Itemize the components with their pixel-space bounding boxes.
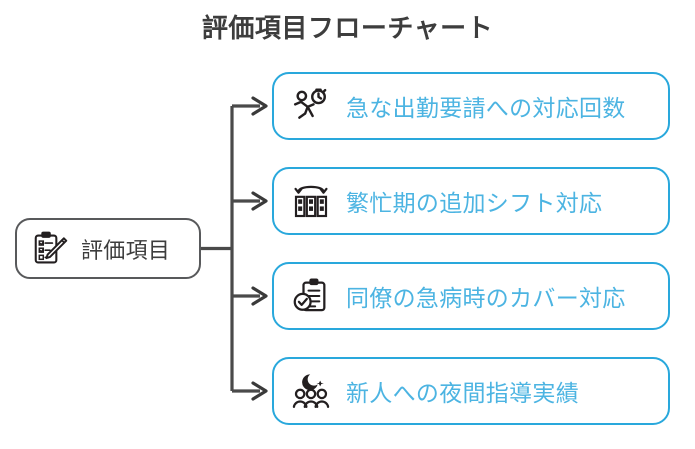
node-leaf-0[interactable]: 急な出勤要請への対応回数 — [272, 72, 670, 140]
node-leaf-3[interactable]: 新人への夜間指導実績 — [272, 357, 670, 425]
node-leaf-1[interactable]: 繁忙期の追加シフト対応 — [272, 167, 670, 235]
arrowhead-3 — [251, 381, 268, 401]
node-leaf-1-label: 繁忙期の追加シフト対応 — [346, 191, 603, 217]
page-title: 評価項目フローチャート — [201, 14, 494, 44]
running-person-stopwatch-icon — [290, 85, 332, 127]
arrowhead-0 — [251, 96, 268, 116]
arrowhead-2 — [251, 286, 268, 306]
arrowhead-1 — [251, 191, 268, 211]
shift-swap-arrow-icon — [290, 180, 332, 222]
clipboard-check-icon — [290, 275, 332, 317]
node-leaf-0-label: 急な出勤要請への対応回数 — [346, 96, 626, 122]
node-leaf-3-label: 新人への夜間指導実績 — [346, 381, 579, 407]
node-leaf-2-label: 同僚の急病時のカバー対応 — [346, 286, 626, 312]
node-root[interactable]: 評価項目 — [15, 218, 201, 279]
node-root-label: 評価項目 — [81, 238, 171, 264]
night-moon-people-icon — [290, 370, 332, 412]
node-leaf-2[interactable]: 同僚の急病時のカバー対応 — [272, 262, 670, 330]
clipboard-pencil-icon — [31, 230, 69, 268]
